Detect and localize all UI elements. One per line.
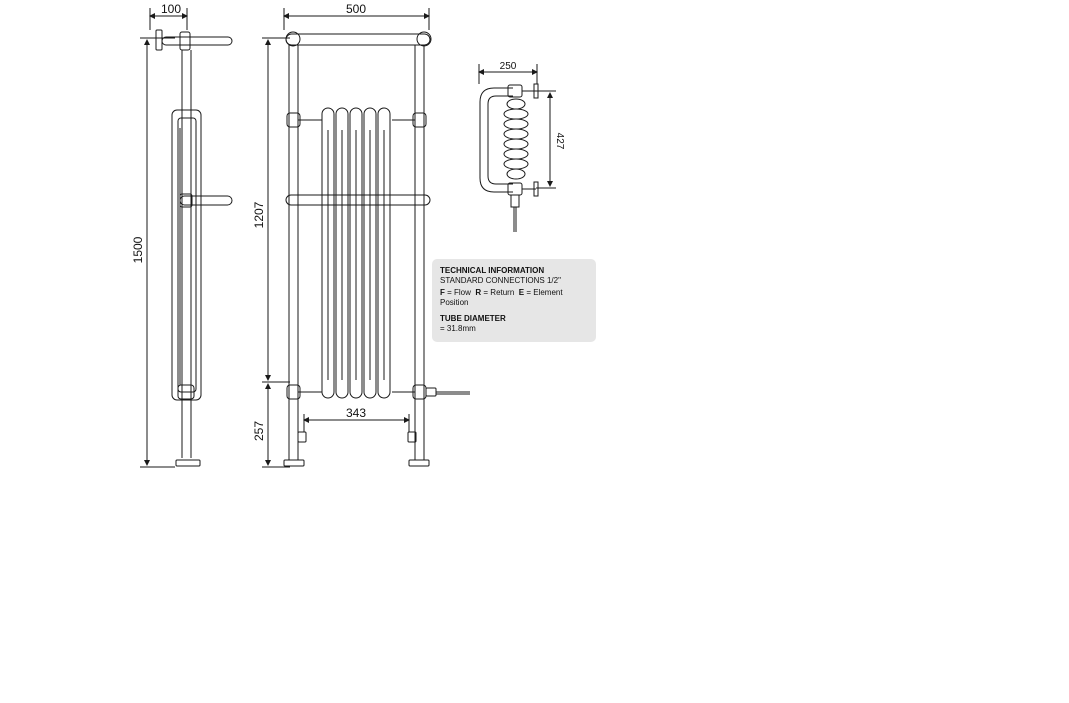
- legend-line: F = Flow R = Return E = Element Position: [440, 288, 588, 309]
- flow-key: F: [440, 287, 445, 297]
- dim-side-width: 100: [161, 2, 181, 16]
- technical-heading: TECHNICAL INFORMATION: [440, 266, 545, 275]
- dim-connection-centres: 343: [346, 406, 366, 420]
- flow-text: = Flow: [447, 287, 471, 297]
- dim-top-depth: 250: [500, 61, 517, 72]
- connections-text: STANDARD CONNECTIONS 1/2": [440, 276, 561, 286]
- dim-rail-height: 1207: [252, 201, 266, 228]
- element-key: E: [518, 287, 525, 297]
- return-key: R: [475, 287, 482, 297]
- top-view: [478, 64, 556, 232]
- front-view: [262, 8, 470, 468]
- element-text: = Element Position: [440, 287, 563, 308]
- tube-value: = 31.8mm: [440, 323, 476, 333]
- return-text: = Return: [483, 287, 515, 297]
- tube-heading: TUBE DIAMETER: [440, 313, 506, 323]
- dim-overall-height: 1500: [131, 236, 145, 263]
- dim-front-width: 500: [346, 2, 366, 16]
- technical-info-panel: TECHNICAL INFORMATION STANDARD CONNECTIO…: [432, 259, 596, 342]
- side-view: [140, 8, 233, 468]
- dim-top-height: 427: [554, 133, 565, 150]
- dim-foot-height: 257: [252, 421, 266, 441]
